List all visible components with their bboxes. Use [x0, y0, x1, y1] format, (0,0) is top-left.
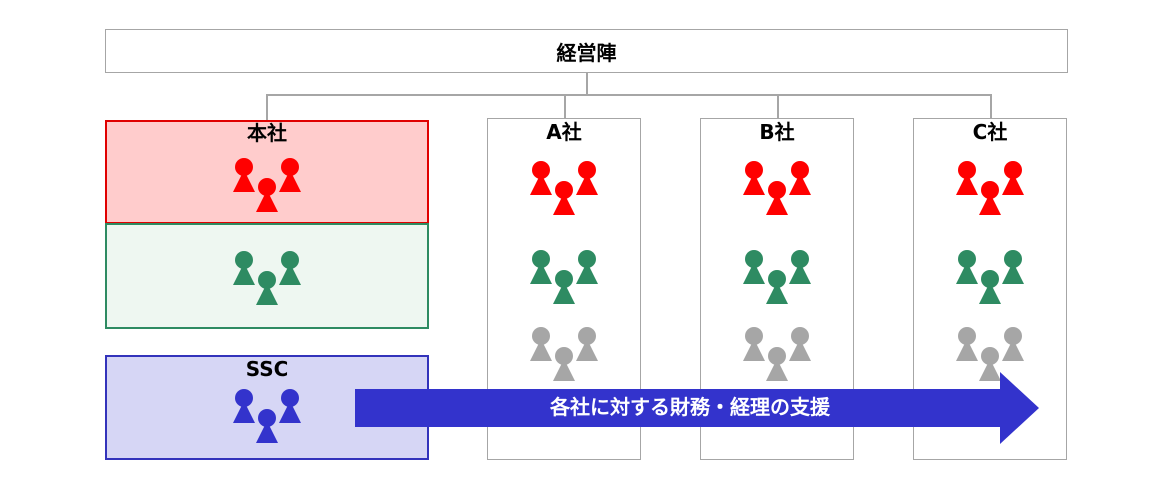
connector-a — [564, 94, 566, 118]
company-b-label: B社 — [759, 120, 795, 144]
ssc-label: SSC — [245, 357, 289, 381]
company-a-management-people-icon — [530, 161, 600, 217]
honsha-label: 本社 — [247, 121, 287, 145]
management-label: 経営陣 — [556, 40, 617, 65]
management-box: 経営陣 — [105, 29, 1068, 73]
honsha-staff-people-icon — [233, 251, 303, 307]
connector-trunk — [586, 73, 588, 95]
honsha-management-people-icon — [233, 158, 303, 214]
company-a-staff-people-icon — [530, 250, 600, 306]
support-arrow-icon — [355, 372, 1039, 444]
company-c-management-people-icon — [956, 161, 1026, 217]
support-arrow-label: 各社に対する財務・経理の支援 — [550, 395, 830, 419]
company-a-label: A社 — [546, 120, 582, 144]
connector-bus — [266, 94, 991, 96]
company-c-label: C社 — [972, 120, 1008, 144]
company-b-staff-people-icon — [743, 250, 813, 306]
company-c-staff-people-icon — [956, 250, 1026, 306]
company-b-management-people-icon — [743, 161, 813, 217]
connector-honsha — [266, 94, 268, 120]
connector-b — [777, 94, 779, 118]
connector-c — [990, 94, 992, 118]
ssc-people-icon — [233, 389, 303, 445]
